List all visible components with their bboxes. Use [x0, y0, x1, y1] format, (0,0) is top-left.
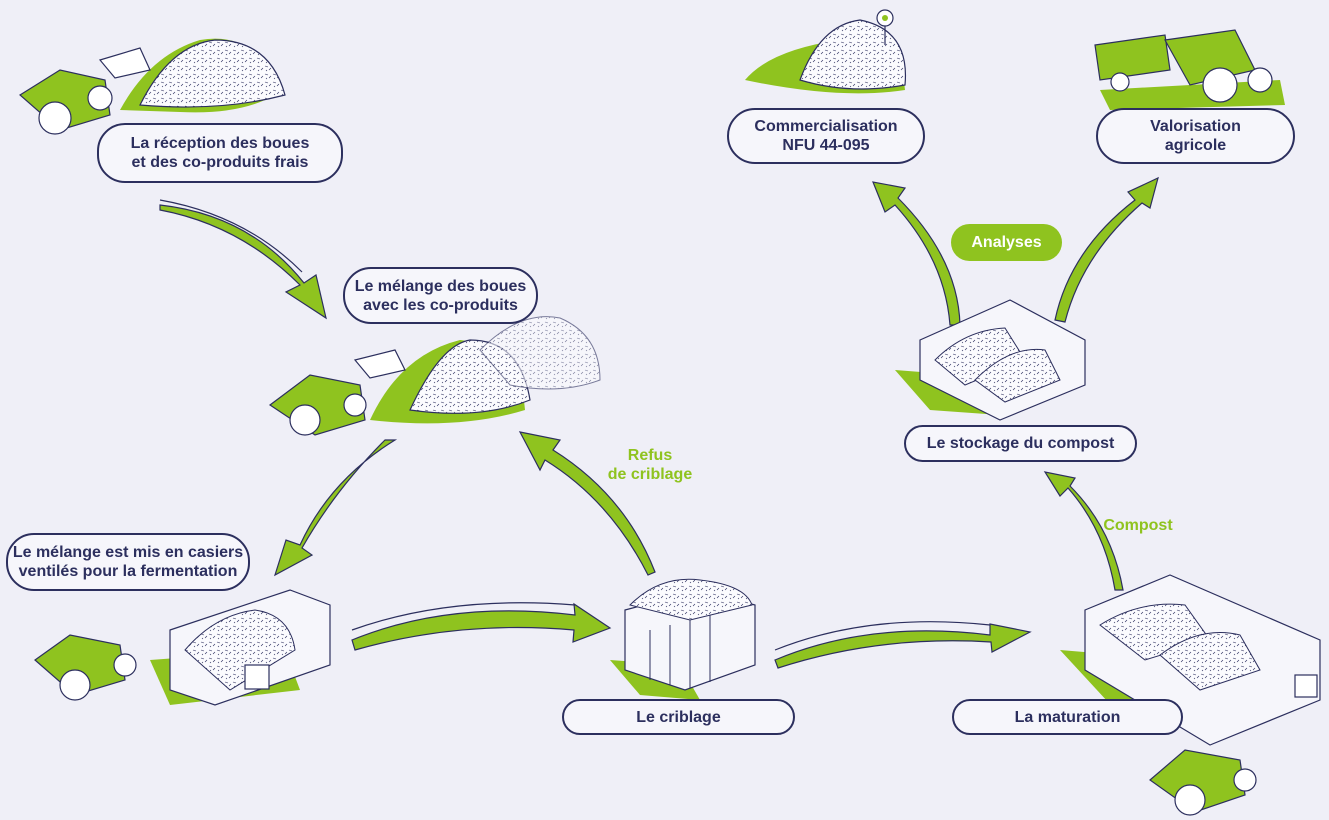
step-reception-box: La réception des boues et des co-produit… — [97, 123, 343, 183]
step-stockage-box: Le stockage du compost — [904, 425, 1137, 462]
arrow-stockage-to-valorisation — [1054, 176, 1159, 323]
tractor-trailer-icon — [1094, 29, 1285, 110]
loader-casiers-icon — [34, 634, 137, 701]
stockage-casiers-illustration — [895, 299, 1086, 421]
loader-reception-icon — [18, 47, 151, 135]
compost-label: Compost — [1098, 516, 1178, 535]
commercialisation-pile-illustration — [745, 19, 907, 94]
step-melange-line2: avec les co-produits — [363, 296, 518, 314]
loader-maturation-icon — [1149, 749, 1257, 816]
step-valorisation-line1: Valorisation — [1150, 118, 1241, 135]
step-criblage-box: Le criblage — [562, 699, 795, 735]
step-valorisation-line2: agricole — [1164, 137, 1227, 154]
step-casiers-box: Le mélange est mis en casiers ventilés p… — [6, 533, 250, 591]
step-casiers-line1: Le mélange est mis en casiers — [12, 544, 244, 561]
criblage-machine-illustration — [610, 578, 756, 700]
step-reception-line2: et des co-produits frais — [131, 154, 309, 171]
step-maturation-label: La maturation — [1014, 708, 1121, 726]
step-maturation-box: La maturation — [952, 699, 1183, 735]
step-melange-line1: Le mélange des boues — [354, 277, 527, 295]
flower-icon — [876, 9, 894, 45]
step-casiers-line2: ventilés pour la fermentation — [18, 563, 238, 580]
arrow-reception-to-melange — [159, 199, 327, 320]
refus-line2: de criblage — [607, 466, 693, 483]
step-valorisation-box: Valorisation agricole — [1096, 108, 1295, 164]
step-commercialisation-line1: Commercialisation — [754, 118, 898, 135]
arrow-stockage-to-commercialisation — [872, 181, 961, 326]
step-melange-box: Le mélange des boues avec les co-produit… — [343, 267, 538, 324]
pile-reception-illustration — [120, 38, 286, 113]
step-commercialisation-line2: NFU 44-095 — [782, 137, 870, 154]
casiers-fermentation-illustration — [150, 589, 331, 706]
arrow-refus-to-melange — [518, 431, 656, 576]
refus-criblage-label: Refus de criblage — [600, 446, 700, 484]
arrow-casiers-to-criblage — [351, 602, 612, 651]
step-stockage-label: Le stockage du compost — [926, 435, 1115, 452]
step-criblage-label: Le criblage — [636, 708, 721, 726]
arrow-maturation-to-stockage — [1043, 471, 1124, 591]
analyses-badge: Analyses — [951, 224, 1062, 261]
compost-text: Compost — [1103, 517, 1173, 534]
arrow-melange-to-casiers — [273, 439, 398, 577]
step-reception-line1: La réception des boues — [130, 135, 310, 152]
pile-melange-illustration — [370, 316, 601, 424]
analyses-label: Analyses — [971, 233, 1042, 251]
refus-line1: Refus — [627, 447, 673, 464]
arrow-criblage-to-maturation — [774, 621, 1032, 669]
step-commercialisation-box: Commercialisation NFU 44-095 — [727, 108, 925, 164]
loader-melange-icon — [268, 349, 406, 436]
